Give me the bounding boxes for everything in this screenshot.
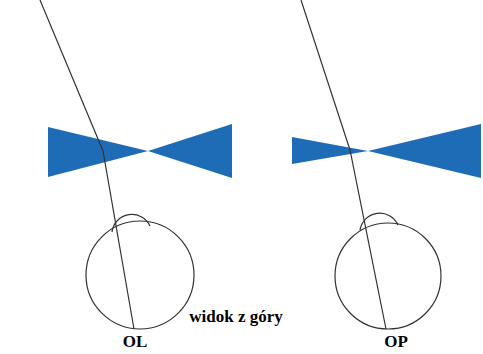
eyeball [335, 223, 441, 329]
prism-wedge [368, 124, 481, 178]
eye-label: OL [123, 332, 148, 352]
prism-wedge [48, 127, 148, 177]
prism-left [48, 124, 232, 178]
prism-wedge [292, 137, 368, 164]
cornea [112, 214, 150, 232]
view-caption: widok z góry [189, 307, 283, 327]
prism-right [292, 124, 481, 178]
eyeball [86, 221, 194, 329]
light-ray [40, 0, 134, 329]
eye-label: OP [384, 332, 408, 352]
prism-wedge [148, 124, 232, 178]
light-ray [301, 0, 386, 329]
